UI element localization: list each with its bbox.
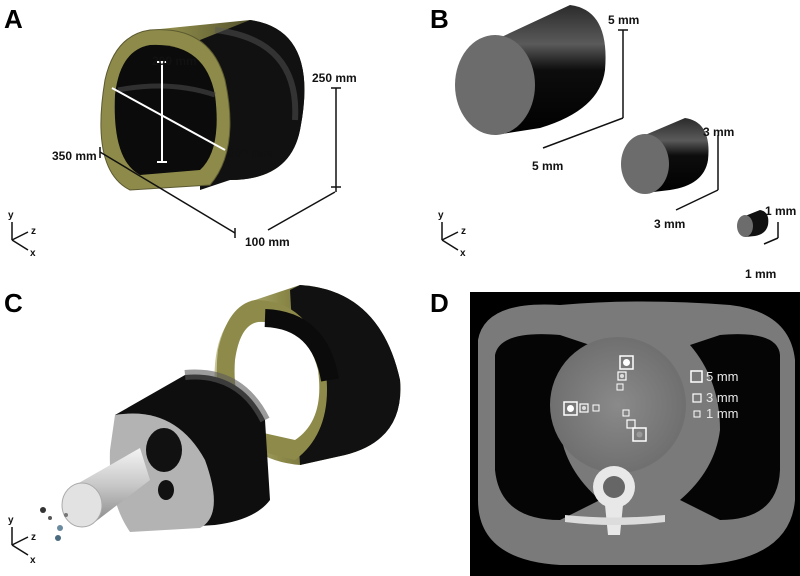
dim-mid-h: 3 mm [703, 125, 734, 139]
cylinder-1mm [737, 210, 769, 237]
dim-line-length [99, 151, 236, 234]
dim-inner-height: 300 mm [228, 146, 273, 160]
small-inserts [40, 507, 68, 541]
axis-y-b: y [438, 210, 444, 221]
axis-z-b: z [461, 226, 466, 237]
axis-x-b: x [460, 248, 466, 259]
panel-a-label: A [4, 4, 23, 34]
dim-length: 350 mm [52, 149, 97, 163]
legend-5mm: 5 mm [706, 369, 739, 384]
legend-swatch-3mm [692, 393, 702, 403]
axis-x-c: x [30, 555, 36, 566]
dim-line-depth [267, 191, 336, 231]
cylinder-5mm [455, 5, 606, 135]
axes-triad-a: y z x [8, 210, 36, 259]
axis-z-c: z [31, 532, 36, 543]
legend-1mm: 1 mm [706, 406, 739, 421]
axis-z-a: z [31, 226, 36, 237]
dim-big-h: 5 mm [608, 13, 639, 27]
legend-swatch-5mm [690, 370, 703, 383]
dim-depth: 100 mm [245, 235, 290, 249]
legend-3mm: 3 mm [706, 390, 739, 405]
axis-x-a: x [30, 248, 36, 259]
phantom-ring-a [100, 20, 305, 191]
dim-height: 250 mm [312, 71, 357, 85]
axis-y-a: y [8, 210, 14, 221]
legend-swatch-1mm [693, 410, 701, 418]
axis-y-c: y [8, 515, 14, 526]
dim-big-w: 5 mm [532, 159, 563, 173]
phantom-block-c [109, 369, 270, 532]
ct-image [470, 292, 800, 576]
dim-small-w: 1 mm [745, 267, 776, 281]
silver-rod [61, 448, 150, 528]
panel-b-label: B [430, 4, 449, 34]
cylinder-3mm [621, 118, 709, 194]
panel-d-label: D [430, 288, 449, 318]
axes-triad-b: y z x [438, 210, 466, 259]
axes-triad-c: y z x [8, 515, 36, 566]
dim-mid-w: 3 mm [654, 217, 685, 231]
dim-inner-width: 200 mm [152, 54, 197, 68]
dim-small-h: 1 mm [765, 204, 796, 218]
panel-c-label: C [4, 288, 23, 318]
